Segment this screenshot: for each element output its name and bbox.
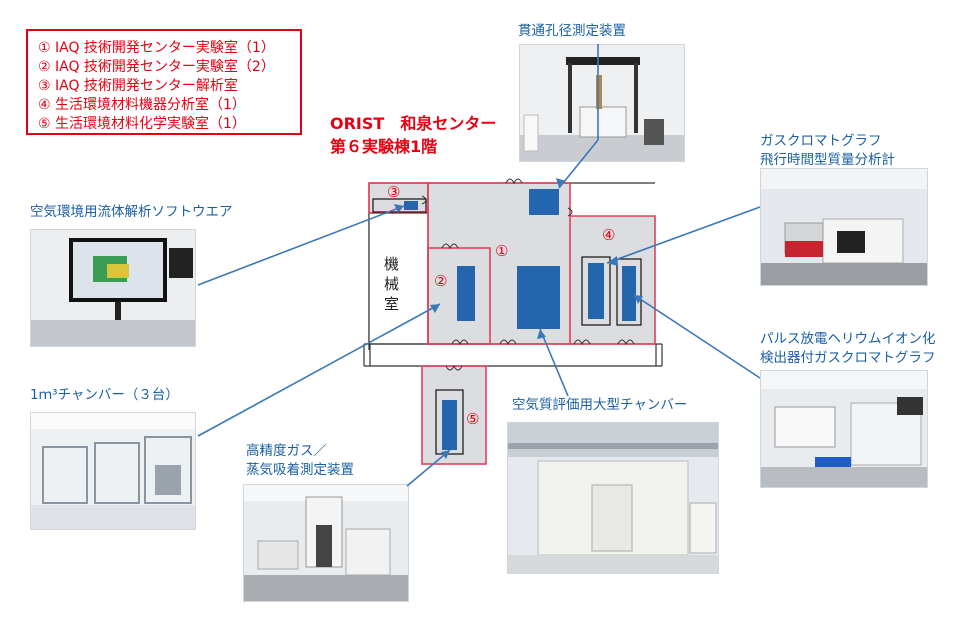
caption-adsorption-2: 蒸気吸着測定装置 (246, 462, 354, 478)
equipment-large-chamber (517, 266, 560, 329)
legend-item-2: ② IAQ 技術開発センター実験室（2） (38, 59, 275, 75)
caption-large-chamber: 空気質評価用大型チャンバー (512, 397, 688, 413)
legend-item-1: ① IAQ 技術開発センター実験室（1） (38, 40, 275, 56)
floor-title: 第６実験棟1階 (330, 137, 438, 156)
photo-pore-measure (519, 44, 685, 162)
caption-chamber-1m3: 1ｍ³チャンバー（３台） (30, 387, 179, 403)
equipment-pdhid-gc (622, 266, 636, 321)
legend-item-4: ④ 生活環境材料機器分析室（1） (38, 97, 246, 113)
photo-large-chamber (507, 422, 719, 574)
equipment-chamber-1m3 (457, 266, 475, 321)
equipment-cfd-pc (404, 201, 418, 210)
room-4-number: ④ (602, 226, 616, 244)
caption-pdhid-1: パルス放電ヘリウムイオン化 (760, 331, 936, 347)
equipment-pore-measure (529, 189, 559, 215)
machine-room-label: 機械室 (384, 255, 400, 313)
legend-item-3: ③ IAQ 技術開発センター解析室 (38, 78, 238, 94)
caption-pore-measure: 貫通孔径測定装置 (518, 23, 626, 39)
room-legend: ① IAQ 技術開発センター実験室（1） ② IAQ 技術開発センター実験室（2… (26, 29, 302, 135)
legend-item-5: ⑤ 生活環境材料化学実験室（1） (38, 116, 246, 132)
caption-gc-tof-1: ガスクロマトグラフ (760, 133, 882, 149)
room-5-number: ⑤ (466, 410, 480, 428)
photo-adsorption (243, 484, 409, 602)
room-1-number: ① (495, 242, 509, 260)
photo-gc-tof (760, 168, 928, 286)
room-3-number: ③ (387, 183, 401, 201)
equipment-gc-tof (588, 263, 604, 319)
room-2-number: ② (434, 272, 448, 290)
photo-pdhid-gc (760, 370, 928, 488)
caption-adsorption-1: 高精度ガス／ (246, 443, 327, 459)
caption-pdhid-2: 検出器付ガスクロマトグラフ (760, 350, 936, 366)
photo-cfd-software (30, 229, 196, 347)
building-title: ORIST 和泉センター (330, 114, 497, 133)
caption-gc-tof-2: 飛行時間型質量分析計 (760, 152, 895, 168)
caption-cfd-software: 空気環境用流体解析ソフトウエア (30, 204, 233, 220)
photo-chamber-1m3 (30, 412, 196, 530)
equipment-adsorption (442, 400, 457, 450)
